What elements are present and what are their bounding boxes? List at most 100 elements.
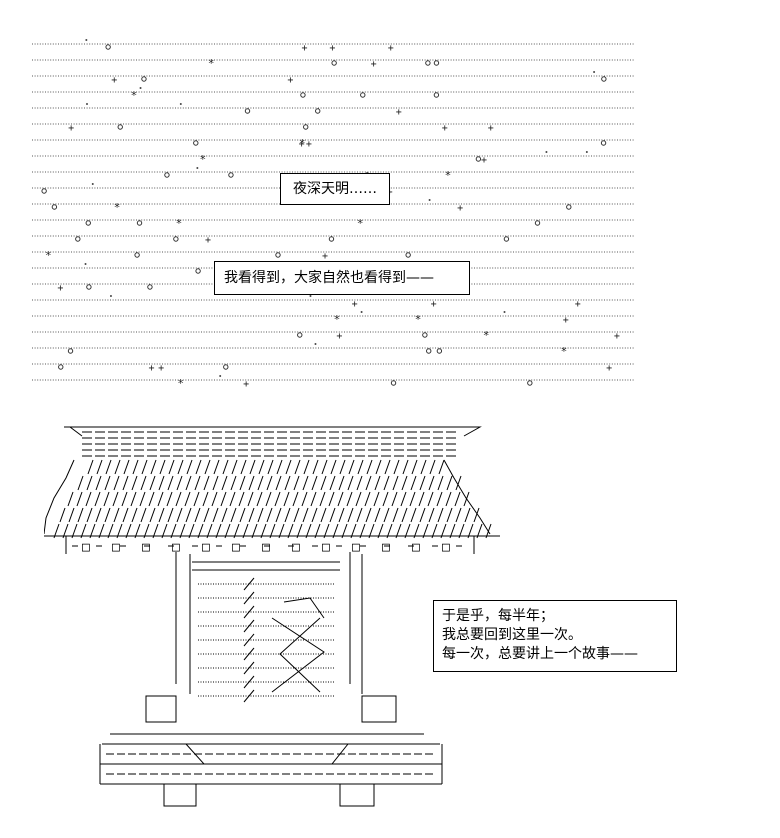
roof-slash [229, 491, 236, 507]
star-dot [428, 199, 431, 201]
roof-slash [276, 459, 283, 475]
roof-slash [427, 491, 434, 507]
star-plus: + [149, 363, 155, 374]
roof-slash [141, 459, 148, 475]
roof-slash [95, 475, 102, 491]
star-dot [91, 183, 94, 185]
door-slash [243, 689, 255, 703]
roof-slash [76, 491, 83, 507]
star-circle [117, 124, 123, 130]
star-circle [315, 108, 321, 114]
roof-slash [87, 459, 94, 475]
star-asterisk: * [45, 249, 52, 262]
star-dot [196, 167, 199, 169]
roof-slash [338, 507, 345, 523]
roof-slash [148, 491, 155, 507]
star-plus: + [336, 331, 342, 342]
roof-slash [221, 507, 228, 523]
roof-slash [139, 491, 146, 507]
roof-slash [159, 459, 166, 475]
star-plus: + [301, 43, 307, 54]
door-slash [243, 675, 255, 689]
roof-slash [123, 459, 130, 475]
roof-slash [168, 459, 175, 475]
star-circle [405, 252, 411, 258]
star-circle [503, 236, 510, 242]
star-circle [195, 268, 201, 274]
roof-slash [455, 507, 462, 523]
plaque-box: □ [82, 540, 90, 555]
star-plus: + [205, 235, 211, 246]
roof-slash [301, 491, 308, 507]
roof-slash [320, 507, 327, 523]
roof-slash [213, 459, 220, 475]
roof-slash [356, 507, 363, 523]
roof-slash [401, 475, 408, 491]
roof-slash [319, 491, 326, 507]
roof-slash [239, 507, 246, 523]
roof-slash [373, 491, 380, 507]
roof-slash [194, 475, 201, 491]
roof-slash [96, 459, 103, 475]
plaque-box: □ [262, 540, 270, 555]
star-plus: + [57, 283, 63, 294]
roof-slash [103, 491, 110, 507]
roof-slash [420, 459, 427, 475]
star-circle [41, 188, 47, 194]
roof-slash [302, 475, 309, 491]
roof-slash [338, 475, 345, 491]
star-circle [173, 236, 179, 242]
roof-slash [149, 475, 156, 491]
roof-slash [85, 491, 92, 507]
roof-slash [121, 491, 128, 507]
roof-slash [104, 507, 111, 523]
roof-slash [211, 491, 218, 507]
roof-slash [329, 507, 336, 523]
star-plus: + [287, 75, 293, 86]
roof-slash [230, 475, 237, 491]
roof-slash [321, 459, 328, 475]
roof-slash [194, 507, 201, 523]
roof-slash [283, 491, 290, 507]
star-plus: + [431, 299, 437, 310]
roof-slash [184, 491, 191, 507]
roof-slash [329, 475, 336, 491]
roof-slash [167, 475, 174, 491]
roof-slash [418, 491, 425, 507]
roof-slash [293, 475, 300, 491]
roof-slash [284, 507, 291, 523]
shrine-gate-art: □□□□□□□□□□□□□ [44, 422, 504, 828]
roof-slash [393, 459, 400, 475]
door-slash [243, 661, 255, 675]
star-circle [51, 204, 58, 210]
star-circle [300, 92, 306, 98]
star-dot [85, 103, 88, 105]
roof-slash [382, 491, 389, 507]
roof-slash [455, 475, 462, 491]
star-asterisk: * [299, 137, 306, 150]
star-circle [534, 220, 541, 226]
plaque-box: □ [382, 540, 390, 555]
star-circle [147, 284, 153, 290]
star-plus: + [158, 363, 164, 374]
roof-slash [438, 459, 445, 475]
star-dot [219, 375, 222, 377]
roof-slash [293, 507, 300, 523]
roof-slash [122, 507, 129, 523]
star-circle [360, 92, 366, 98]
door-slash [243, 577, 255, 591]
roof-slash [311, 475, 318, 491]
star-dot [585, 151, 588, 153]
roof-slash [428, 475, 435, 491]
door-slash [243, 633, 255, 647]
plaque-box: □ [292, 540, 300, 555]
roof-slash [383, 507, 390, 523]
star-plus: + [606, 363, 612, 374]
star-asterisk: * [200, 153, 207, 166]
story-line-2: 我总要回到这里一次。 [442, 627, 582, 643]
roof-slash [220, 491, 227, 507]
roof-slash [402, 459, 409, 475]
roof-slash [185, 507, 192, 523]
star-asterisk: * [114, 201, 121, 214]
roof-slash [463, 491, 470, 507]
